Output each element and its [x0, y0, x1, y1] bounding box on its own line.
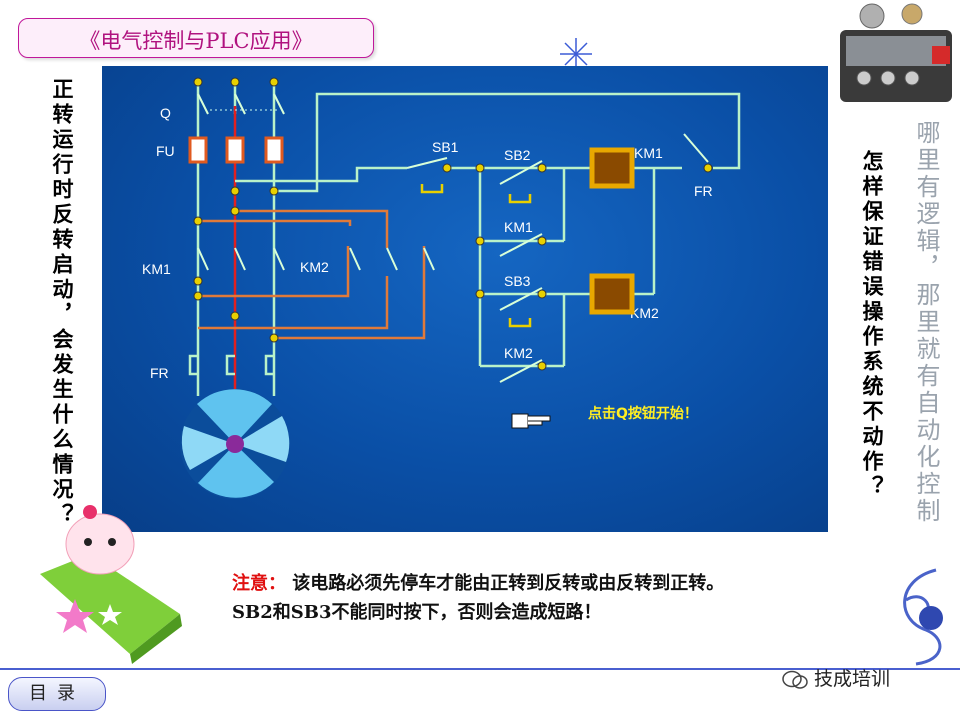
- start-hint: 点击Q按钮开始！: [588, 405, 698, 422]
- label-km1-main: KM1: [142, 261, 171, 277]
- label-km2-aux: KM2: [504, 345, 533, 361]
- label-km2-coil: KM2: [630, 305, 659, 321]
- label-sb1: SB1: [432, 139, 459, 155]
- side-note: 哪里有逻辑，那里就有自动化控制: [912, 120, 940, 525]
- menu-button[interactable]: 目录: [8, 677, 106, 711]
- coil-km1: [589, 147, 635, 189]
- cartoon-book-image: [40, 505, 182, 664]
- motor-icon: [180, 389, 290, 499]
- label-km2-main: KM2: [300, 259, 329, 275]
- sparkle-icon: [560, 38, 592, 70]
- left-question: 正转运行时反转启动，会发生什么情况？: [50, 78, 75, 528]
- label-q: Q: [160, 105, 171, 121]
- label-fr-ctrl: FR: [694, 183, 713, 199]
- label-fr-main: FR: [150, 365, 169, 381]
- label-sb2: SB2: [504, 147, 531, 163]
- thermal-relay-image: [840, 3, 952, 102]
- wechat-icon: [782, 670, 808, 689]
- blue-floral-ornament: [903, 568, 943, 666]
- switch-q: [197, 93, 285, 115]
- label-km1-aux: KM1: [504, 219, 533, 235]
- note-text: 该电路必须先停车才能由正转到反转或由反转到正转。SB2和SB3不能同时按下，否则…: [232, 573, 725, 623]
- right-question: 怎样保证错误操作系统不动作？: [860, 150, 885, 500]
- label-sb3: SB3: [504, 273, 531, 289]
- label-km1-coil: KM1: [634, 145, 663, 161]
- pointing-hand-icon: [511, 413, 551, 429]
- note-label: 注意：: [232, 573, 286, 594]
- title-box: 《电气控制与PLC应用》: [18, 18, 374, 58]
- page-title: 《电气控制与PLC应用》: [79, 29, 313, 53]
- label-fu: FU: [156, 143, 175, 159]
- watermark-text: 技成培训: [814, 668, 891, 690]
- bottom-divider: [0, 668, 960, 670]
- watermark: 技成培训: [782, 664, 890, 691]
- note-paragraph: 注意： 该电路必须先停车才能由正转到反转或由反转到正转。SB2和SB3不能同时按…: [232, 569, 752, 627]
- circuit-panel: Q FU KM1 KM2 FR SB1 SB2 KM1 SB3: [102, 66, 828, 532]
- coil-km2: [589, 273, 635, 315]
